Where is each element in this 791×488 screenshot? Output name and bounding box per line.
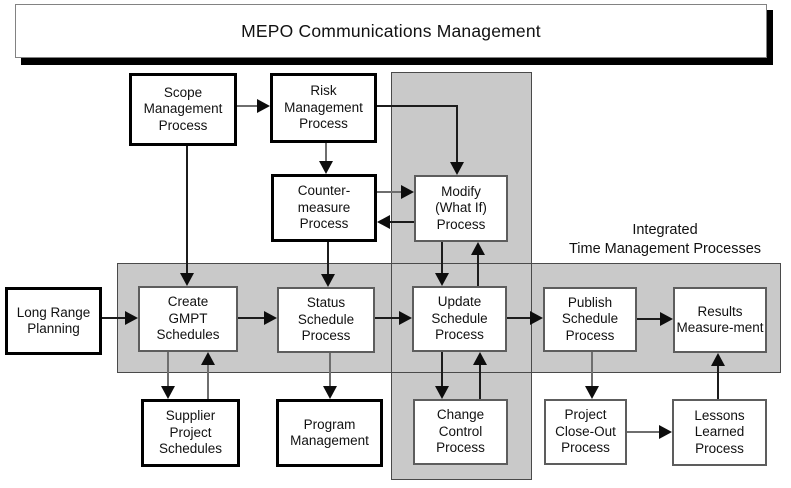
box-status-schedule-process: Status Schedule Process xyxy=(277,287,375,353)
band-label-line1: Integrated xyxy=(632,222,698,238)
connector-risk-to-modify-h xyxy=(377,105,458,107)
band-label-line2: Time Management Processes xyxy=(568,240,762,257)
box-modify-what-if-process: Modify (What If) Process xyxy=(414,175,508,242)
arrowhead-counter-to-status xyxy=(321,274,335,287)
box-results-measurement: Results Measure-ment xyxy=(673,287,767,353)
arrowhead-publish-to-results xyxy=(660,312,673,326)
arrowhead-update-to-publish xyxy=(530,311,543,325)
box-countermeasure-process: Counter- measure Process xyxy=(271,174,377,242)
connector-scope-to-risk xyxy=(237,105,257,107)
arrowhead-publish-to-closeout xyxy=(585,386,599,399)
connector-modify-to-counter xyxy=(390,221,414,223)
vertical-band-outline xyxy=(391,72,532,480)
box-change-control-process: Change Control Process xyxy=(413,399,508,465)
connector-counter-to-modify xyxy=(377,191,401,193)
connector-update-to-modify xyxy=(477,255,479,286)
page-title: MEPO Communications Management xyxy=(241,20,541,41)
connector-change-to-update xyxy=(479,365,481,399)
arrowhead-modify-to-update xyxy=(435,273,449,286)
arrowhead-create-to-status xyxy=(264,311,277,325)
connector-update-to-change xyxy=(441,352,443,386)
box-project-closeout-process: Project Close-Out Process xyxy=(544,399,627,465)
connector-publish-to-closeout xyxy=(591,352,593,386)
connector-counter-to-status xyxy=(327,242,329,274)
arrowhead-lessons-to-results xyxy=(711,353,725,366)
connector-create-to-supplier xyxy=(167,352,169,386)
box-update-schedule-process: Update Schedule Process xyxy=(412,286,507,352)
connector-publish-to-results xyxy=(637,318,660,320)
connector-closeout-to-lessons xyxy=(627,431,659,433)
connector-supplier-to-create xyxy=(207,365,209,399)
arrowhead-update-to-modify xyxy=(471,242,485,255)
arrowhead-risk-to-counter xyxy=(319,161,333,174)
connector-status-to-update xyxy=(375,317,399,319)
box-supplier-project-schedules: Supplier Project Schedules xyxy=(141,399,240,467)
arrowhead-counter-to-modify xyxy=(401,185,414,199)
connector-update-to-publish xyxy=(507,317,530,319)
box-scope-management-process: Scope Management Process xyxy=(129,73,237,146)
connector-risk-to-counter xyxy=(325,143,327,162)
connector-status-to-program xyxy=(329,353,331,386)
arrowhead-scope-to-risk xyxy=(257,99,270,113)
integrated-band-label: Integrated Time Management Processes xyxy=(545,221,785,258)
connector-create-to-status xyxy=(238,317,264,319)
arrowhead-status-to-program xyxy=(323,386,337,399)
arrowhead-risk-to-modify xyxy=(450,162,464,175)
box-long-range-planning: Long Range Planning xyxy=(5,287,102,355)
connector-scope-to-create xyxy=(186,146,188,273)
arrowhead-longrange-to-create xyxy=(125,311,138,325)
arrowhead-scope-to-create xyxy=(180,273,194,286)
arrowhead-status-to-update xyxy=(399,311,412,325)
box-lessons-learned-process: Lessons Learned Process xyxy=(672,399,767,466)
connector-lessons-to-results xyxy=(717,366,719,399)
box-program-management: Program Management xyxy=(276,399,383,467)
arrowhead-change-to-update xyxy=(473,352,487,365)
arrowhead-closeout-to-lessons xyxy=(659,425,672,439)
box-publish-schedule-process: Publish Schedule Process xyxy=(543,287,637,352)
connector-risk-to-modify-v xyxy=(456,105,458,162)
arrowhead-modify-to-counter xyxy=(377,215,390,229)
arrowhead-create-to-supplier xyxy=(161,386,175,399)
title-bar: MEPO Communications Management xyxy=(15,4,767,58)
box-create-gmpt-schedules: Create GMPT Schedules xyxy=(138,286,238,352)
connector-modify-to-update xyxy=(441,242,443,273)
connector-longrange-to-create xyxy=(102,317,125,319)
box-risk-management-process: Risk Management Process xyxy=(270,73,377,143)
arrowhead-update-to-change xyxy=(435,386,449,399)
arrowhead-supplier-to-create xyxy=(201,352,215,365)
